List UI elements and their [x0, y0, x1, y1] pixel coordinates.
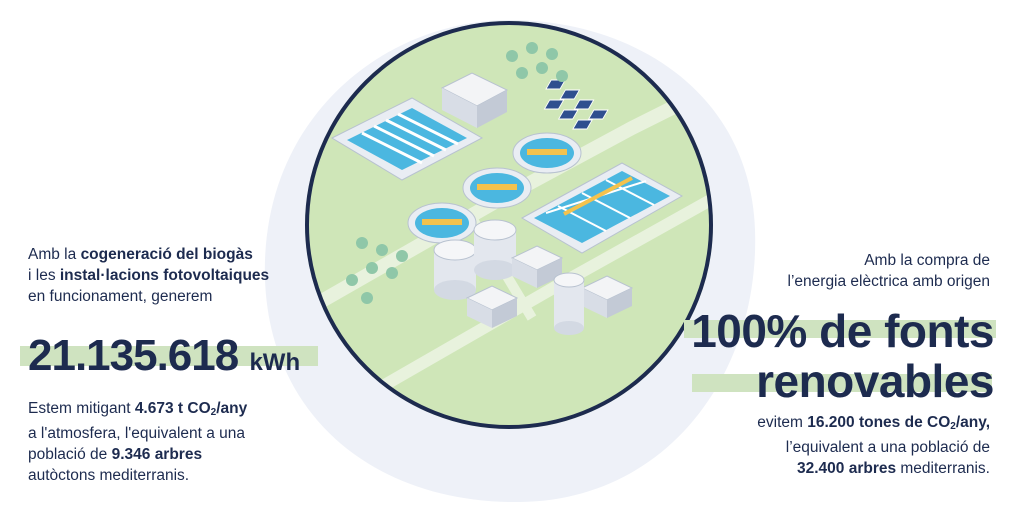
headline-highlight-1	[684, 320, 996, 338]
energy-unit: kWh	[249, 349, 301, 376]
right-p-d: l’equivalent a una població de	[785, 439, 990, 456]
right-p-sub: 2	[950, 421, 956, 432]
left-p-b: 4.673 t CO	[134, 400, 211, 417]
left-intro-text: Amb la cogeneració del biogàs i les inst…	[28, 244, 318, 307]
right-p-f: mediterranis.	[896, 460, 990, 477]
energy-generated-figure: 21.135.618 kWh	[28, 330, 300, 389]
left-p-f: 9.346 arbres	[111, 446, 203, 463]
right-p-b: 16.200 tones de CO	[807, 414, 951, 431]
right-intro-2: l’energia elèctrica amb origen	[787, 273, 990, 290]
renewables-headline: 100% de fonts renovables	[691, 306, 994, 406]
headline-line-2: renovables	[756, 355, 994, 407]
water-treatment-plant-illustration	[305, 21, 713, 429]
left-intro-c: i les	[28, 267, 60, 284]
right-p-c: /any,	[955, 414, 990, 431]
left-intro-e: en funcionament, generem	[28, 288, 213, 305]
left-impact-text: Estem mitigant 4.673 t CO2/any a l'atmos…	[28, 398, 328, 486]
headline-highlight-2	[692, 374, 992, 392]
left-p-d: a l'atmosfera, l'equivalent a una	[28, 425, 246, 442]
headline-line-1: 100% de fonts	[691, 305, 994, 357]
right-impact-text: evitem 16.200 tones de CO2/any, l’equiva…	[670, 412, 990, 479]
right-p-e: 32.400 arbres	[796, 460, 897, 477]
left-p-e: població de	[28, 446, 112, 463]
energy-value: 21.135.618	[28, 331, 239, 380]
left-intro-b: cogeneració del biogàs	[80, 246, 253, 263]
right-p-a: evitem	[757, 414, 808, 431]
left-p-a: Estem mitigant	[28, 400, 135, 417]
left-intro-d: instal·lacions fotovoltaiques	[59, 267, 270, 284]
right-intro-1: Amb la compra de	[864, 252, 990, 269]
figure-highlight	[20, 346, 318, 366]
left-intro-a: Amb la	[28, 246, 81, 263]
left-p-g: autòctons mediterranis.	[28, 467, 190, 484]
left-p-c: /any	[216, 400, 248, 417]
right-intro-text: Amb la compra de l’energia elèctrica amb…	[690, 250, 990, 292]
left-p-sub: 2	[210, 407, 217, 418]
